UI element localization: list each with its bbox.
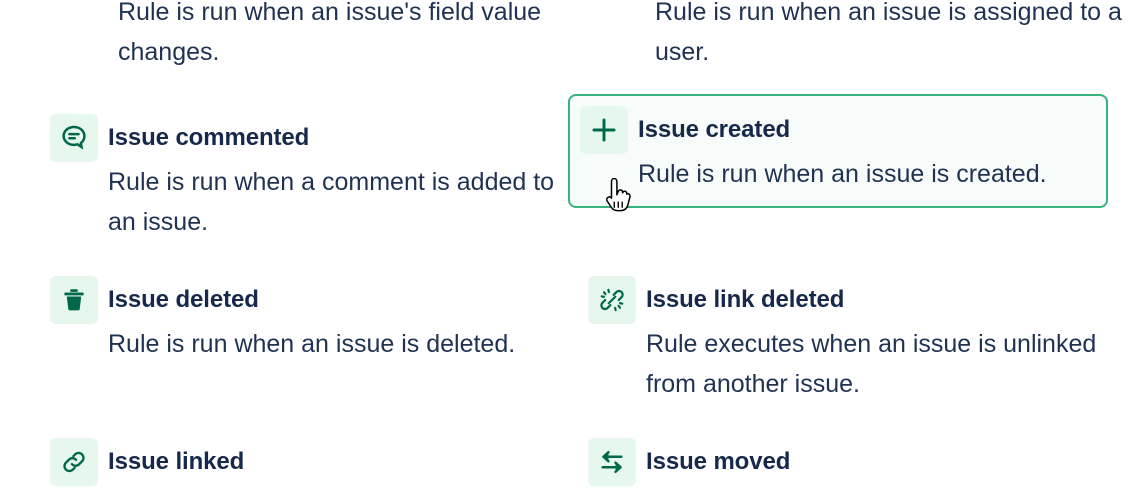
- partial-description-right: Rule is run when an issue is assigned to…: [655, 0, 1122, 66]
- partial-description-left: Rule is run when an issue's field value …: [118, 0, 542, 66]
- link-icon: [50, 438, 98, 486]
- move-arrows-icon: [588, 438, 636, 486]
- card-header-row: Issue link deleted: [588, 276, 1100, 324]
- trigger-type-grid: Rule is run when an issue's field value …: [38, 0, 1122, 486]
- trigger-card-issue-created[interactable]: Issue created Rule is run when an issue …: [568, 94, 1108, 208]
- card-header-row: Issue created: [580, 106, 1092, 154]
- trigger-description: Rule is run when a comment is added to a…: [108, 168, 555, 236]
- trigger-title: Issue linked: [108, 448, 245, 475]
- trigger-description: Rule executes when an issue is unlinked …: [646, 330, 1097, 398]
- card-header-row: Issue deleted: [50, 276, 562, 324]
- trigger-card-issue-commented[interactable]: Issue commented Rule is run when a comme…: [38, 102, 578, 256]
- trigger-title: Issue link deleted: [646, 286, 845, 313]
- trigger-card-issue-link-deleted[interactable]: Issue link deleted Rule executes when an…: [576, 264, 1116, 418]
- trigger-card-issue-linked[interactable]: Issue linked: [38, 426, 578, 500]
- card-header-row: Issue moved: [588, 438, 1100, 486]
- trigger-title: Issue commented: [108, 124, 310, 151]
- trash-icon: [50, 276, 98, 324]
- trigger-title: Issue deleted: [108, 286, 259, 313]
- trigger-card-issue-deleted[interactable]: Issue deleted Rule is run when an issue …: [38, 264, 578, 378]
- card-header-row: Issue linked: [50, 438, 562, 486]
- comment-icon: [50, 114, 98, 162]
- trigger-title: Issue created: [638, 116, 791, 143]
- trigger-description: Rule is run when an issue is created.: [638, 160, 1047, 188]
- trigger-card-issue-moved[interactable]: Issue moved: [576, 426, 1116, 500]
- trigger-title: Issue moved: [646, 448, 791, 475]
- plus-icon: [580, 106, 628, 154]
- trigger-description: Rule is run when an issue is deleted.: [108, 330, 516, 358]
- card-header-row: Issue commented: [50, 114, 562, 162]
- broken-link-icon: [588, 276, 636, 324]
